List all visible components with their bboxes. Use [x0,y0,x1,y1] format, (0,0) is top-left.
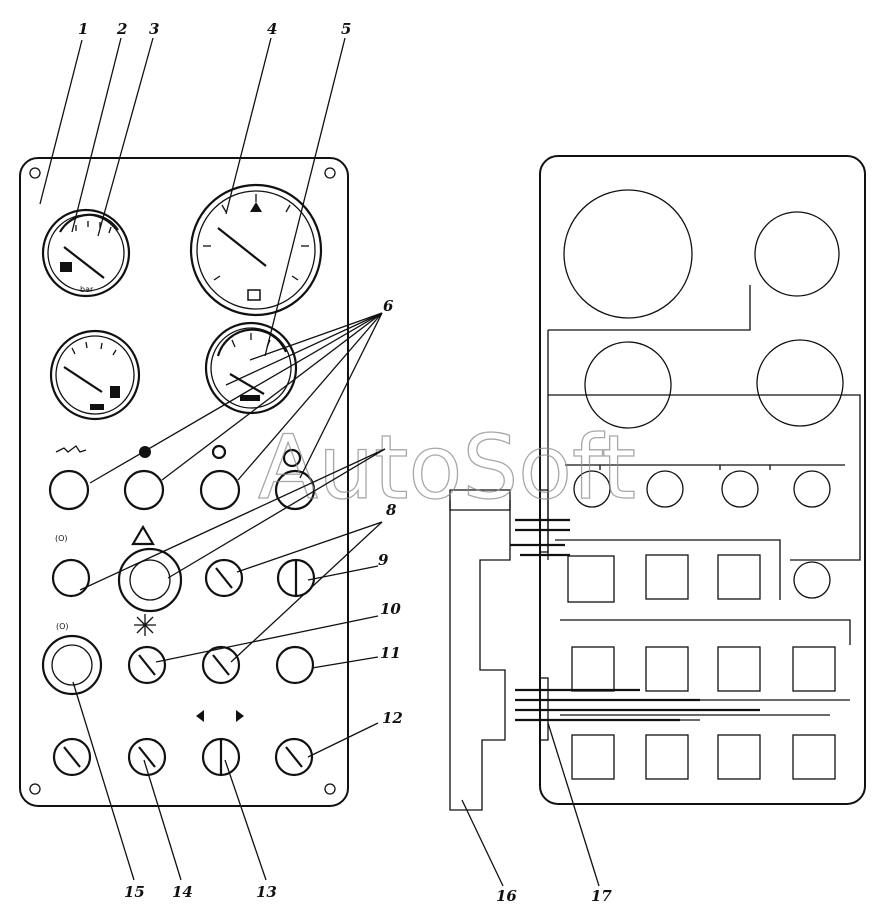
callout-3: 3 [149,20,159,38]
callout-14: 14 [172,883,193,901]
speedometer-gauge [189,183,323,317]
callout-15: 15 [124,883,145,901]
indicator-lamps [48,444,316,511]
arrow-right-icon [236,710,244,722]
callout-10: 10 [380,600,401,618]
callout-1: 1 [78,20,88,38]
callout-13: 13 [256,883,277,901]
callout-17: 17 [591,887,612,905]
callout-5: 5 [341,20,351,38]
callout-6: 6 [383,297,394,315]
callout-8: 8 [386,501,397,519]
callout-4: 4 [267,20,277,38]
switch-row-4 [52,710,314,777]
svg-text:(O): (O) [55,534,68,543]
arrow-left-icon [196,710,204,722]
fuel-pump-icon [110,386,120,398]
callout-leaders [39,37,600,887]
pressure-gauge-small: bar [41,208,131,298]
watermark: AutoSoft [258,416,636,519]
switch-row-3: (O) [41,614,315,696]
svg-text:(O): (O) [56,622,69,631]
fuel-gauge [49,329,141,421]
rear-wiring-panel [449,155,866,811]
callout-16: 16 [496,887,517,905]
callout-11: 11 [380,644,401,662]
switch-row-2: (O) [51,524,316,613]
callout-9: 9 [378,551,389,569]
svg-text:bar: bar [80,285,94,294]
callout-12: 12 [382,709,403,727]
triangle-warning-icon [131,524,155,546]
callout-2: 2 [116,20,127,38]
fan-icon [134,614,156,636]
callout-labels: 1 2 3 4 5 6 8 9 10 11 12 13 14 15 16 17 [78,20,612,905]
front-panel [19,157,349,807]
